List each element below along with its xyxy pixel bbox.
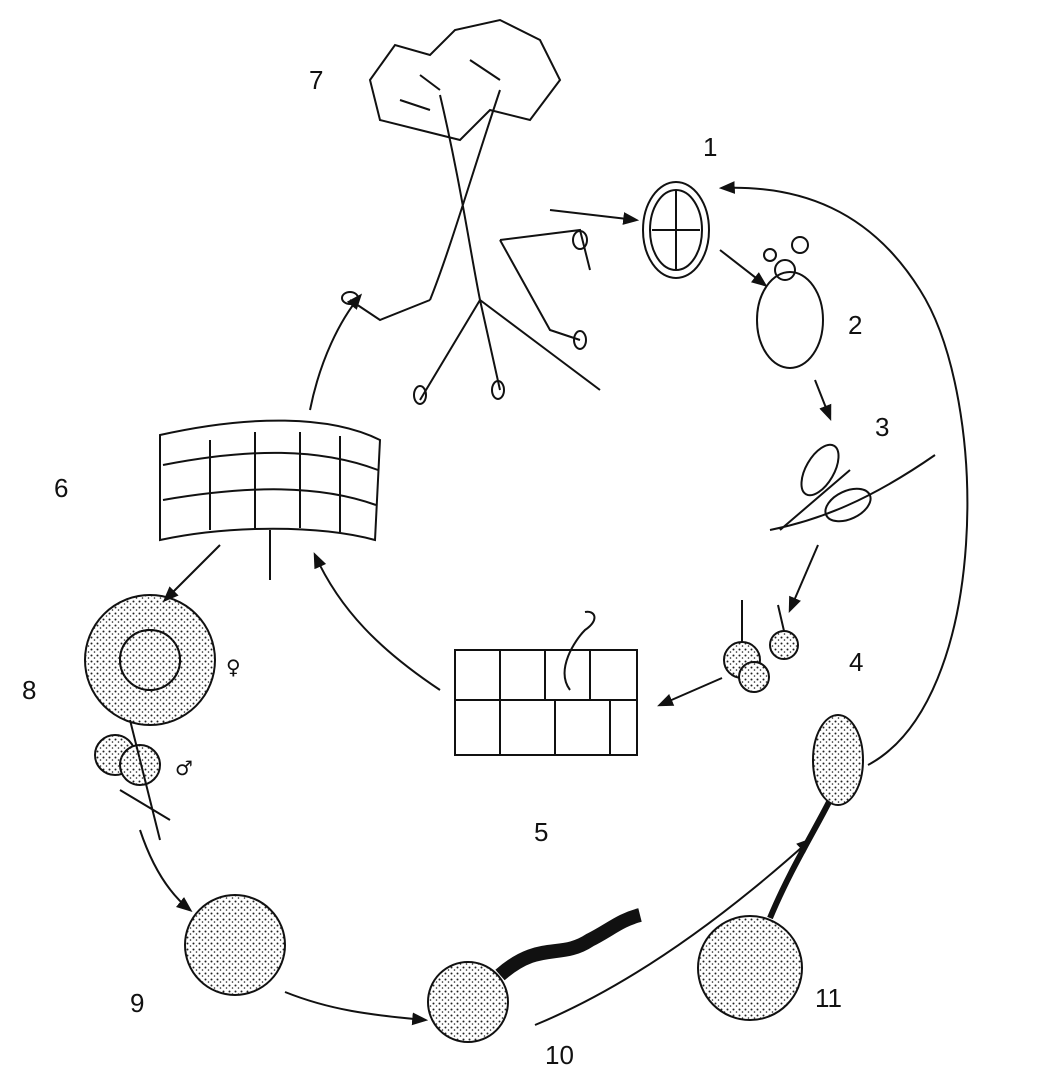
stage-4-cysts: [723, 600, 799, 693]
stage-8-gametangia: [84, 594, 216, 841]
stage-11-germ-sporangium: [697, 714, 864, 1021]
stage-5-host-penetration: [454, 610, 638, 756]
label-stage-8: 8: [22, 675, 37, 705]
label-stage-1: 1: [703, 132, 718, 162]
label-stage-11: 11: [815, 983, 842, 1013]
label-stage-4: 4: [849, 647, 864, 677]
stage-9-oospore: [184, 894, 286, 996]
female-symbol: ♀: [226, 655, 241, 679]
stage-3-zoospores: [769, 443, 936, 531]
label-stage-10: 10: [545, 1040, 574, 1070]
stage-2-zoospore-release: [756, 236, 824, 369]
label-stage-3: 3: [875, 412, 890, 442]
stage-6-infected-tissue: [159, 419, 382, 580]
label-stage-2: 2: [848, 310, 863, 340]
male-symbol: ♂: [175, 756, 193, 780]
stage-10-germinating-oospore: [427, 908, 642, 1043]
cycle-arrows: [139, 181, 969, 1026]
stage-1-sporangium: [642, 181, 710, 279]
label-stage-6: 6: [54, 473, 69, 503]
label-stage-9: 9: [130, 988, 145, 1018]
label-stage-7: 7: [309, 65, 324, 95]
label-stage-5: 5: [534, 817, 549, 847]
